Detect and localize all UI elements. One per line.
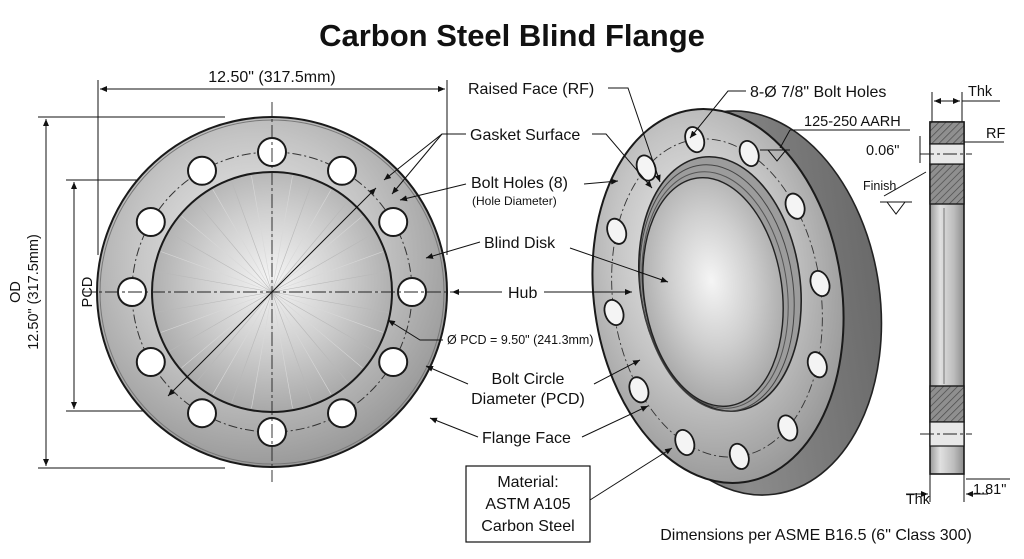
bolt-hole-iso [728,442,750,470]
finish-spec-label: 125-250 AARH [804,114,901,130]
bolt-hole-iso [738,140,760,167]
thk-value-label: 1.81" [973,482,1006,498]
bolt-hole-iso [809,270,831,297]
blind-disk-leader-left [425,241,481,259]
width-dimension-label: 12.50" (317.5mm) [208,69,336,86]
bolt-hole [327,398,357,429]
blind-disk-leader-right [569,247,669,283]
bolt-holes-label: Bolt Holes (8) [471,175,568,192]
pcd-value-leader [387,319,443,341]
gasket-groove-2 [641,171,789,409]
finish-label: Finish [863,179,896,193]
pcd-value-label: Ø PCD = 9.50" (241.3mm) [447,333,594,347]
raised-face-leader [608,87,661,183]
bolt-hole [135,347,166,377]
flange-face-leader-left [429,417,479,438]
thk-top-label: Thk [968,84,993,100]
finish-symbol-icon [886,201,906,215]
callouts: Raised Face (RF) 8-Ø 7/8" Bolt Holes 125… [383,81,972,544]
page-title: Carbon Steel Blind Flange [319,18,705,53]
bolt-hole-iso [684,126,706,154]
hole-diameter-label: (Hole Diameter) [472,194,557,208]
bolt-circle-label-line1: Bolt Circle [492,371,565,388]
blind-disk-iso [642,177,784,407]
bolt-circle-label-line2: Diameter (PCD) [471,391,585,408]
od-label: OD [8,281,24,303]
bolt-hole-iso [806,351,828,379]
finish-leader [883,171,927,197]
bolt-hole-iso [784,192,806,220]
material-leader [589,447,673,501]
iso-bolt-holes [603,126,831,470]
bolt-circle-leader-right [593,359,641,385]
disk-diameter-line [167,187,377,397]
rf-height-label: 0.06" [866,143,899,159]
material-label-line2: ASTM A105 [485,496,570,513]
blind-disk-label: Blind Disk [484,235,556,252]
material-label-line1: Material: [497,474,558,491]
rf-label: RF [986,126,1005,142]
material-box [465,465,591,543]
bolt-hole [187,155,217,186]
raised-face-label: Raised Face (RF) [468,81,594,98]
isometric-view [591,108,883,496]
bolt-hole [378,207,409,237]
bolt-holes-leader-left [399,183,467,202]
od-value-label: 12.50" (317.5mm) [26,234,42,350]
bolt-hole-iso [606,217,628,245]
bolt-hole [135,207,166,237]
bolt-hole-iso [674,429,696,456]
bolt-hole-iso [603,299,625,326]
gasket-surface-label: Gasket Surface [470,127,580,144]
front-view: 12.50" (317.5mm) OD 12.50" (317.5mm) PCD [8,69,462,482]
flange-face-leader-right [581,405,649,438]
bolt-circle-leader-left [425,365,469,385]
material-label-line3: Carbon Steel [481,518,574,535]
section-top-hatch [929,121,965,145]
bolt-holes-spec-label: 8-Ø 7/8" Bolt Holes [750,84,886,101]
hub-label: Hub [508,285,537,302]
bolt-hole [378,347,409,377]
bolt-hole [187,398,217,429]
bolt-hole [327,155,357,186]
gasket-groove-1 [639,164,795,412]
finish-spec-leader [779,129,791,149]
section-bottom-hatch [929,385,965,423]
thk-bottom-label: Thk [906,492,931,508]
gasket-surface-leader-2 [391,133,443,195]
gasket-surface-leader-3 [592,133,653,189]
flange-face-label: Flange Face [482,430,571,447]
bolt-holes-spec-leader [689,90,746,139]
section-raised-face-hatch [929,163,965,205]
standard-footnote: Dimensions per ASME B16.5 (6" Class 300) [660,527,972,544]
bolt-hole-iso [777,414,799,442]
bolt-hole-iso [628,376,650,404]
bolt-holes-leader-right [583,178,619,185]
section-view: Thk RF 0.06" Finish Thk 1.81" [863,84,1010,508]
